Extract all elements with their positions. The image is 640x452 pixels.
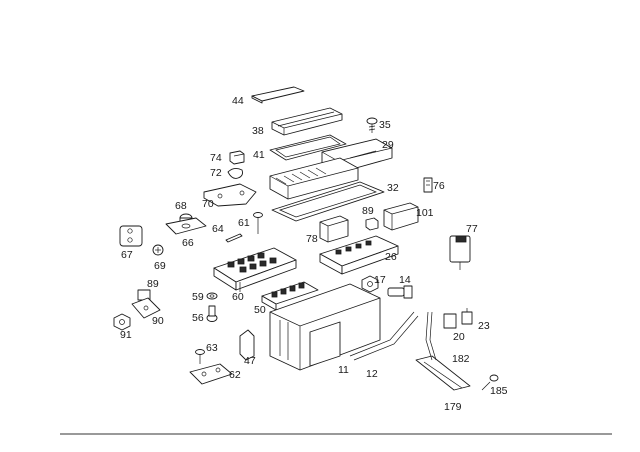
part-91-bolt bbox=[113, 313, 131, 331]
part-35-screw bbox=[366, 117, 378, 133]
label-90: 90 bbox=[152, 315, 164, 327]
label-17: 17 bbox=[374, 274, 386, 286]
part-63-screw bbox=[195, 349, 205, 364]
label-14: 14 bbox=[399, 274, 411, 286]
part-89-relay-upper bbox=[365, 217, 379, 231]
label-62: 62 bbox=[229, 369, 241, 381]
part-20-connector bbox=[443, 313, 457, 329]
part-66-plate bbox=[165, 217, 207, 235]
label-20: 20 bbox=[453, 331, 465, 343]
part-23-plug bbox=[461, 308, 473, 325]
part-64-pin bbox=[225, 233, 243, 243]
part-housing-frame bbox=[269, 157, 359, 200]
part-179-wire-loom bbox=[425, 311, 437, 361]
label-61: 61 bbox=[238, 217, 250, 229]
label-91: 91 bbox=[120, 329, 132, 341]
part-69-screw bbox=[152, 244, 164, 256]
label-101: 101 bbox=[416, 207, 434, 219]
part-67-bracket bbox=[119, 225, 143, 247]
label-70: 70 bbox=[202, 198, 214, 210]
label-179: 179 bbox=[444, 401, 462, 413]
label-41: 41 bbox=[253, 149, 265, 161]
label-47: 47 bbox=[244, 355, 256, 367]
part-12-cable-tube bbox=[349, 311, 419, 361]
label-23: 23 bbox=[478, 320, 490, 332]
part-44-cover-plate bbox=[251, 86, 305, 104]
part-74-small-relay bbox=[229, 150, 245, 165]
part-101-relay bbox=[383, 202, 419, 231]
label-77: 77 bbox=[466, 223, 478, 235]
part-76-connector bbox=[423, 177, 433, 193]
part-77-relay-module bbox=[449, 235, 471, 270]
label-35: 35 bbox=[379, 119, 391, 131]
label-59: 59 bbox=[192, 291, 204, 303]
part-14-bolt bbox=[387, 285, 413, 299]
label-56: 56 bbox=[192, 312, 204, 324]
label-26: 26 bbox=[385, 251, 397, 263]
label-12: 12 bbox=[366, 368, 378, 380]
label-68: 68 bbox=[175, 200, 187, 212]
label-185: 185 bbox=[490, 385, 508, 397]
label-74: 74 bbox=[210, 152, 222, 164]
part-61-screw bbox=[253, 212, 263, 234]
label-64: 64 bbox=[212, 223, 224, 235]
label-67: 67 bbox=[121, 249, 133, 261]
part-41-gasket bbox=[269, 134, 347, 161]
part-26-relay-base bbox=[319, 235, 399, 275]
label-78: 78 bbox=[306, 233, 318, 245]
label-89b: 89 bbox=[147, 278, 159, 290]
label-63: 63 bbox=[206, 342, 218, 354]
part-182-harness-strip bbox=[415, 355, 471, 391]
part-70-bracket bbox=[203, 183, 257, 207]
part-90-bracket bbox=[131, 297, 161, 319]
part-50-fuse-strip bbox=[261, 281, 319, 311]
label-50: 50 bbox=[254, 304, 266, 316]
label-38: 38 bbox=[252, 125, 264, 137]
label-72: 72 bbox=[210, 167, 222, 179]
part-38-upper-cover bbox=[271, 107, 343, 136]
part-47-clip bbox=[239, 329, 255, 361]
label-44: 44 bbox=[232, 95, 244, 107]
part-56-washer bbox=[206, 305, 218, 322]
part-185-screw bbox=[481, 374, 499, 391]
part-17-nut bbox=[361, 275, 379, 293]
part-60-fuse-block bbox=[213, 247, 297, 292]
part-32-lower-gasket bbox=[271, 181, 385, 222]
part-59-grommet bbox=[206, 292, 218, 300]
label-66: 66 bbox=[182, 237, 194, 249]
part-72-clip bbox=[227, 167, 243, 179]
label-76: 76 bbox=[433, 180, 445, 192]
label-182: 182 bbox=[452, 353, 470, 365]
part-11-main-housing bbox=[269, 283, 381, 371]
label-89a: 89 bbox=[362, 205, 374, 217]
label-29: 29 bbox=[382, 139, 394, 151]
label-11: 11 bbox=[338, 364, 349, 376]
label-69: 69 bbox=[154, 260, 166, 272]
part-78-relay bbox=[319, 215, 349, 243]
label-32: 32 bbox=[387, 182, 399, 194]
part-62-bracket bbox=[189, 363, 233, 385]
label-60: 60 bbox=[232, 291, 244, 303]
